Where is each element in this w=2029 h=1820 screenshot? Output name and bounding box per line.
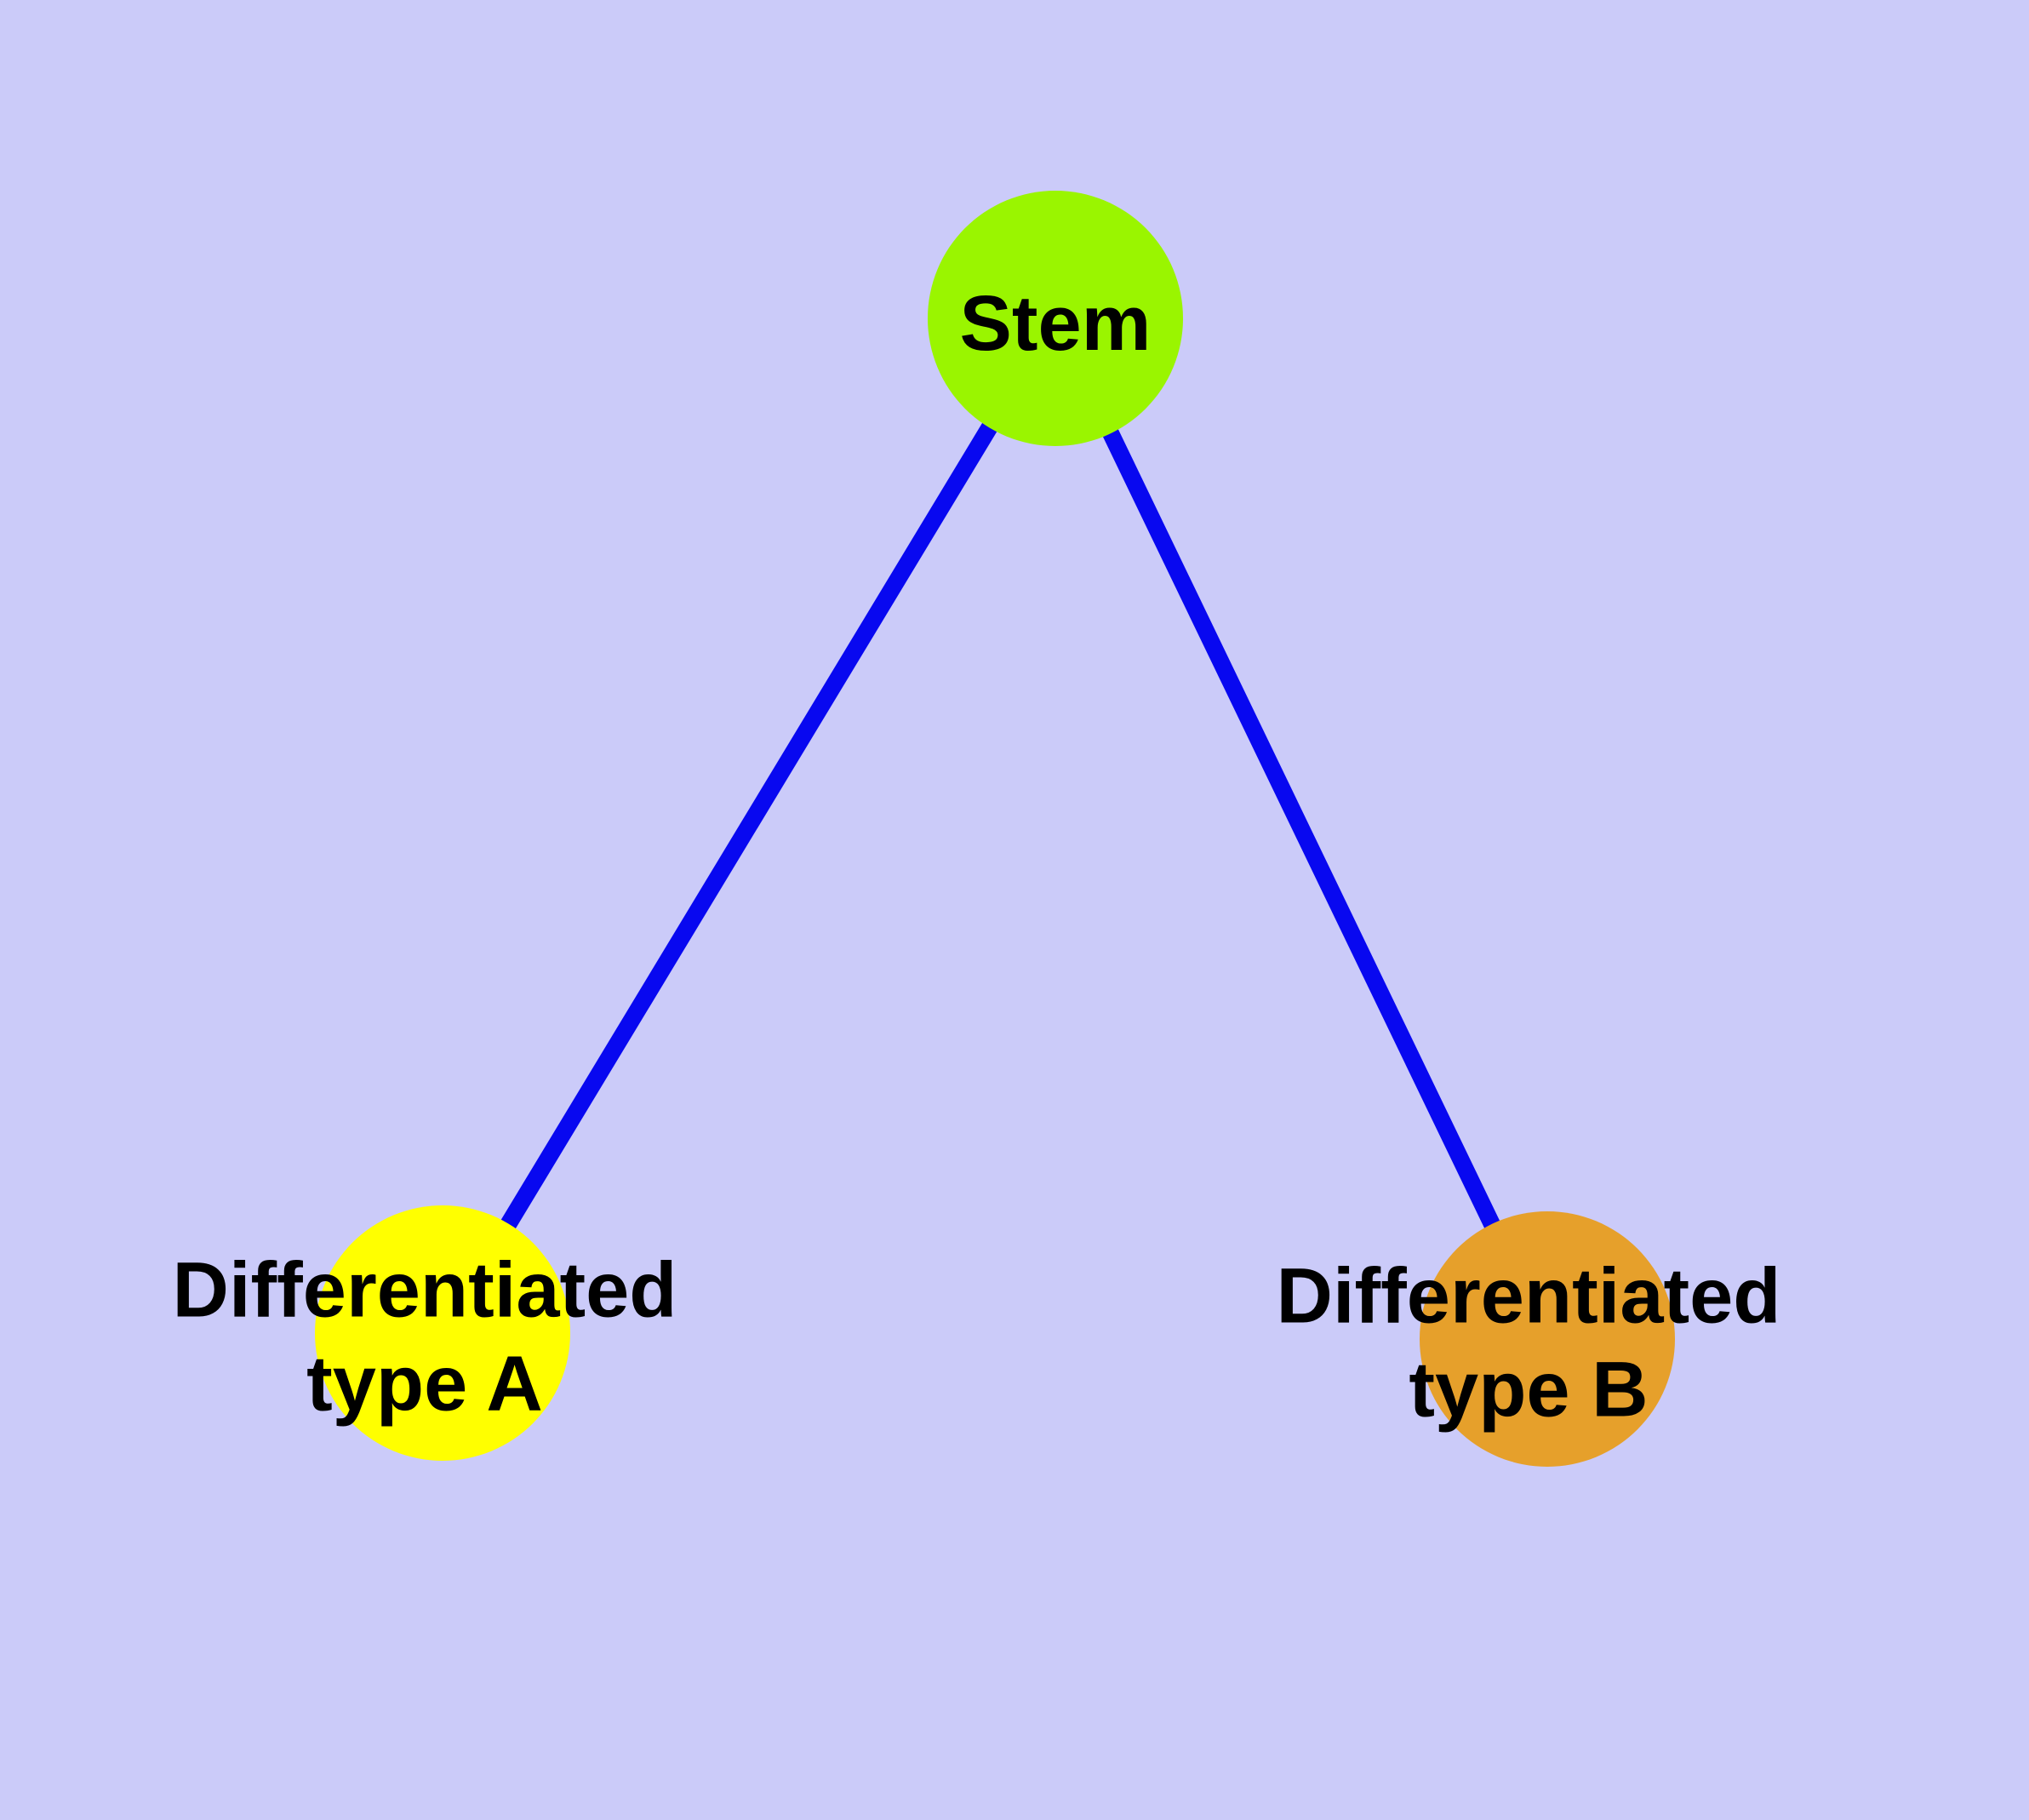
edge-stem-to-type-b bbox=[1047, 314, 1556, 1343]
node-type-b-label-line2: type B bbox=[1409, 1347, 1649, 1434]
node-stem-label: Stem bbox=[960, 277, 1152, 370]
node-type-a-circle bbox=[315, 1205, 570, 1461]
edge-stem-to-type-a bbox=[435, 313, 1063, 1338]
node-stem-circle bbox=[928, 191, 1183, 446]
node-stem-label-text: Stem bbox=[959, 279, 1152, 367]
node-type-b-label-line1: Differentiated bbox=[1276, 1252, 1781, 1340]
node-type-b-label: Differentiated type B bbox=[1277, 1250, 1781, 1438]
node-type-b-circle bbox=[1420, 1211, 1675, 1467]
node-type-a-label: Differentiated type A bbox=[173, 1244, 677, 1432]
node-type-a-label-line2: type A bbox=[306, 1341, 543, 1428]
node-type-a-label-line1: Differentiated bbox=[172, 1246, 677, 1334]
